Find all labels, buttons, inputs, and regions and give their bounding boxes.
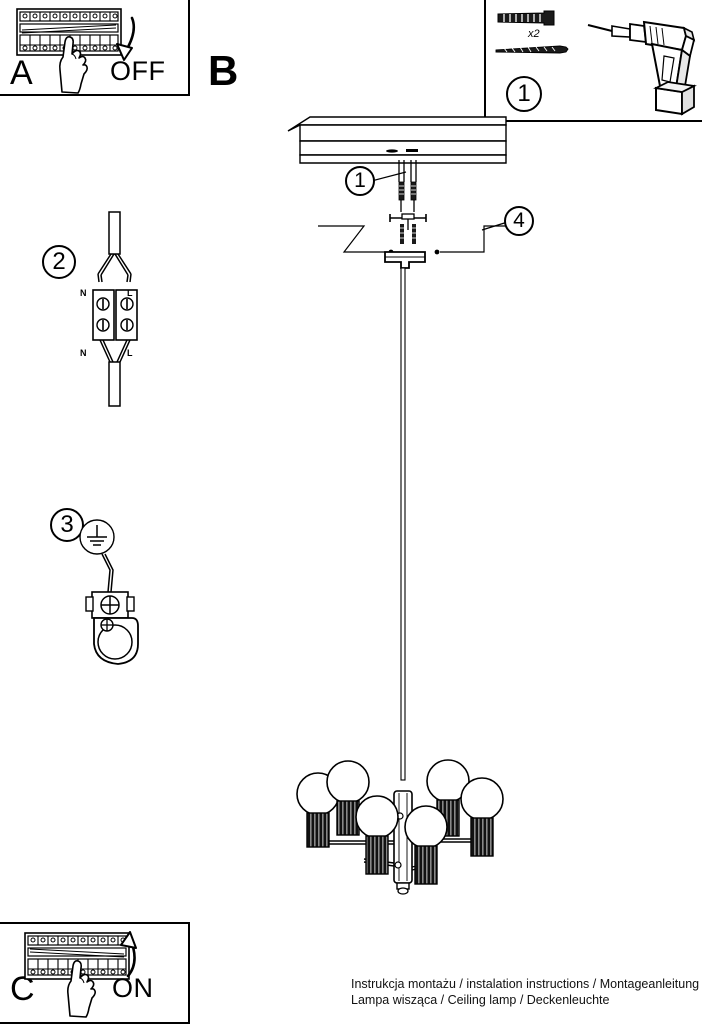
step-3-number: 3 bbox=[50, 508, 84, 542]
terminal-label-bottom-l: L bbox=[127, 348, 133, 358]
curved-arrow-down-icon bbox=[108, 16, 142, 64]
panel-b-letter: B bbox=[208, 47, 239, 94]
terminal-label-top-l: L bbox=[127, 288, 133, 298]
screw-icon bbox=[494, 43, 572, 55]
mounting-bracket bbox=[388, 212, 428, 246]
panel-c-action-label: ON bbox=[112, 973, 154, 1003]
hand-pointing-icon-c bbox=[58, 956, 104, 1018]
panel-a-action-label: OFF bbox=[110, 56, 166, 86]
suspension-rod bbox=[399, 267, 407, 781]
footer-line-1: Instrukcja montażu / instalation instruc… bbox=[351, 977, 700, 991]
terminal-label-top-n: N bbox=[80, 288, 87, 298]
wall-anchors-in-ceiling bbox=[393, 160, 423, 212]
canopy-cover bbox=[384, 250, 426, 270]
canopy-leader-left bbox=[318, 222, 394, 260]
power-drill-icon bbox=[586, 12, 700, 118]
wall-anchor-icon bbox=[496, 10, 568, 26]
earth-ground-symbol-icon bbox=[78, 518, 116, 556]
wiring-terminal-block-diagram bbox=[84, 211, 148, 408]
terminal-label-bottom-n: N bbox=[80, 348, 87, 358]
callout-4: 4 bbox=[504, 206, 534, 236]
quantity-label: x2 bbox=[528, 28, 540, 40]
footer-line-2: Lampa wisząca / Ceiling lamp / Deckenleu… bbox=[351, 993, 610, 1007]
panel-a-letter: A bbox=[10, 54, 33, 92]
ceiling-slab bbox=[287, 115, 507, 177]
chandelier-fixture bbox=[286, 755, 516, 900]
parts-step-number: 1 bbox=[506, 76, 542, 112]
step-2-number: 2 bbox=[42, 245, 76, 279]
ground-screw-bracket-icon bbox=[84, 552, 150, 667]
hand-pointing-icon-a bbox=[50, 32, 96, 94]
callout-1: 1 bbox=[345, 166, 375, 196]
curved-arrow-up-icon bbox=[110, 930, 144, 978]
